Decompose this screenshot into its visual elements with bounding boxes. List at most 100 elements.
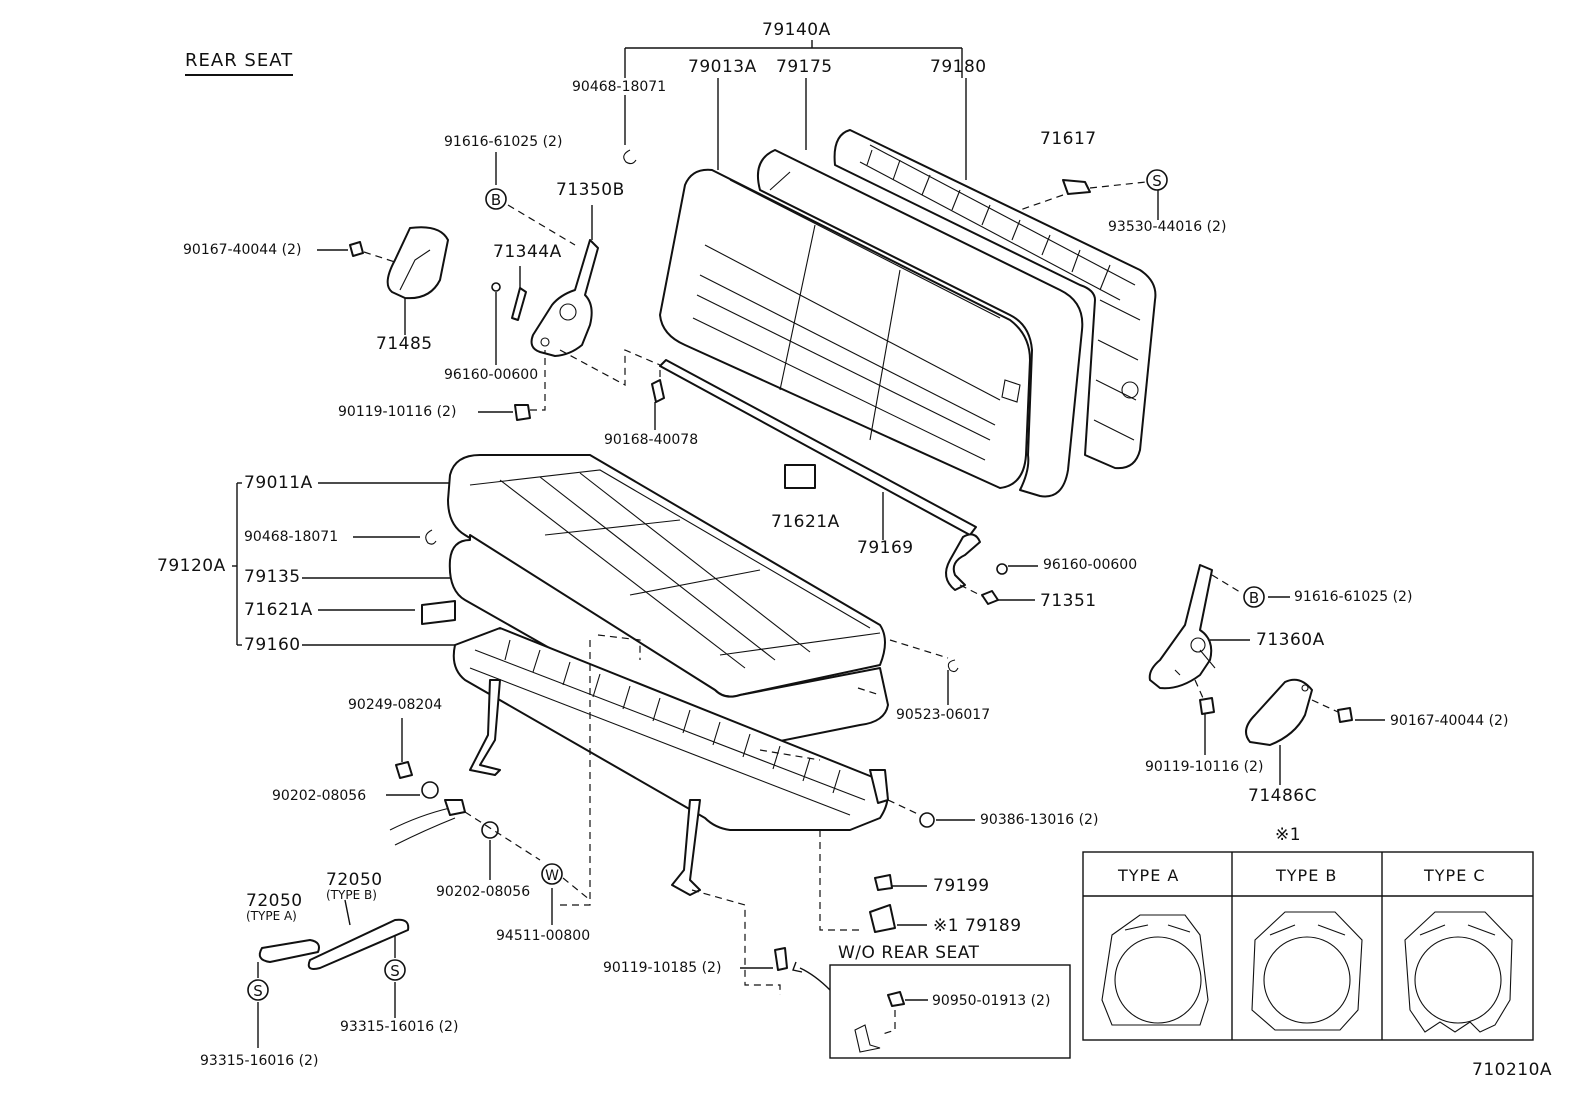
label-type-b: (TYPE B) [326, 888, 377, 902]
label-90523: 90523-06017 [896, 707, 991, 723]
label-71350b: 71350B [556, 180, 625, 200]
svg-text:S: S [1152, 172, 1162, 190]
label-96160-right: 96160-00600 [1043, 557, 1138, 573]
clip-90523 [947, 659, 959, 673]
label-79120a: 79120A [157, 556, 226, 576]
clip-90950 [887, 991, 905, 1007]
label-71617: 71617 [1040, 129, 1097, 149]
label-79180: 79180 [930, 57, 987, 77]
label-90468-top: 90468-18071 [572, 79, 667, 95]
label-79175: 79175 [776, 57, 833, 77]
label-90202-b: 90202-08056 [436, 884, 531, 900]
label-71485: 71485 [376, 334, 433, 354]
bolt-90119-bottom [774, 947, 788, 971]
bracket-72050-type-a [258, 939, 320, 963]
seatback-pad-79175 [756, 149, 1084, 498]
type-a-header: TYPE A [1118, 866, 1180, 885]
label-79011a: 79011A [244, 473, 313, 493]
label-71621a-mid: 71621A [771, 512, 840, 532]
type-c-header: TYPE C [1424, 866, 1486, 885]
wo-rear-seat-title: W/O REAR SEAT [838, 943, 980, 963]
label-90202-a: 90202-08056 [272, 788, 367, 804]
bolt-90167-left [349, 241, 364, 257]
label-79199: 79199 [933, 876, 990, 896]
label-type-a: (TYPE A) [246, 909, 297, 923]
label-90950: 90950-01913 (2) [932, 993, 1051, 1009]
bolt-90119-left [514, 404, 531, 421]
bolt-90119-right [1199, 697, 1215, 715]
seat-pad-79135 [448, 534, 889, 751]
cover-71351 [981, 590, 999, 605]
label-79189: ※1 79189 [933, 916, 1022, 936]
diagram-title: REAR SEAT [185, 52, 294, 76]
rod-79169 [659, 359, 981, 591]
label-71486c: 71486C [1248, 786, 1317, 806]
label-90468-mid: 90468-18071 [244, 529, 339, 545]
label-79160: 79160 [244, 635, 301, 655]
seatback-frame-79180 [833, 129, 1157, 470]
type-table [1082, 851, 1534, 1041]
label-79135: 79135 [244, 567, 301, 587]
link-71344a [511, 266, 527, 321]
seatback-assembly-bracket [624, 40, 963, 78]
seat-cushion-79011a [447, 454, 886, 698]
svg-text:S: S [390, 962, 400, 980]
label-91616-right: 91616-61025 (2) [1294, 589, 1413, 605]
ring-96160-left [491, 282, 501, 292]
label-93530: 93530-44016 (2) [1108, 219, 1227, 235]
type-b-grommet-icon [1251, 911, 1363, 1031]
hinge-bracket-71360a [1148, 564, 1250, 690]
symbol-s-bracket-a: S [247, 979, 269, 1001]
label-90168: 90168-40078 [604, 432, 699, 448]
clip-71617 [1062, 179, 1091, 195]
label-96160-left: 96160-00600 [444, 367, 539, 383]
hinge-bracket-71350b [530, 205, 599, 357]
reference-code: 710210A [1472, 1060, 1553, 1080]
label-plate-71621a-left [421, 600, 456, 625]
seatback-cushion-79013a [659, 168, 1031, 489]
bolt-90249 [395, 761, 413, 779]
label-79013a: 79013A [688, 57, 757, 77]
label-plate-71621a [784, 464, 816, 489]
label-94511: 94511-00800 [496, 928, 591, 944]
clip-90468-mid [425, 529, 437, 545]
bolt-90167-right [1337, 707, 1353, 723]
cover-71486c [1245, 678, 1313, 785]
svg-text:B: B [1249, 589, 1259, 607]
svg-text:B: B [491, 191, 501, 209]
clip-90468-top [623, 149, 637, 165]
label-93315-right: 93315-16016 (2) [340, 1019, 459, 1035]
type-b-header: TYPE B [1276, 866, 1338, 885]
symbol-b-left: B [485, 188, 507, 210]
type-table-note: ※1 [1275, 825, 1302, 845]
label-90119-right: 90119-10116 (2) [1145, 759, 1264, 775]
type-a-grommet-icon [1101, 914, 1209, 1026]
bolt-90168 [651, 379, 665, 403]
label-71360a: 71360A [1256, 630, 1325, 650]
symbol-b-right: B [1243, 586, 1265, 608]
ring-96160-right [996, 563, 1008, 575]
label-71621a-left: 71621A [244, 600, 313, 620]
symbol-s-bracket-b: S [384, 959, 406, 981]
label-79140a: 79140A [762, 20, 831, 40]
symbol-s-top-right: S [1146, 169, 1168, 191]
cap-79189 [869, 904, 896, 933]
label-71351: 71351 [1040, 591, 1097, 611]
seat-frame-79160 [452, 627, 889, 896]
label-90119-bottom: 90119-10185 (2) [603, 960, 722, 976]
svg-text:W: W [545, 868, 559, 884]
washer-90202-a [421, 781, 439, 799]
washer-90202-b [481, 821, 499, 839]
seat-assembly-bracket [232, 482, 242, 646]
type-c-grommet-icon [1404, 911, 1513, 1033]
cover-71485 [386, 226, 449, 335]
label-72050-b: 72050 [326, 870, 383, 890]
wo-rear-seat-box [829, 964, 1071, 1059]
label-72050-a: 72050 [246, 891, 303, 911]
label-79169: 79169 [857, 538, 914, 558]
label-90167-right: 90167-40044 (2) [1390, 713, 1509, 729]
label-91616-left: 91616-61025 (2) [444, 134, 563, 150]
label-90386: 90386-13016 (2) [980, 812, 1099, 828]
